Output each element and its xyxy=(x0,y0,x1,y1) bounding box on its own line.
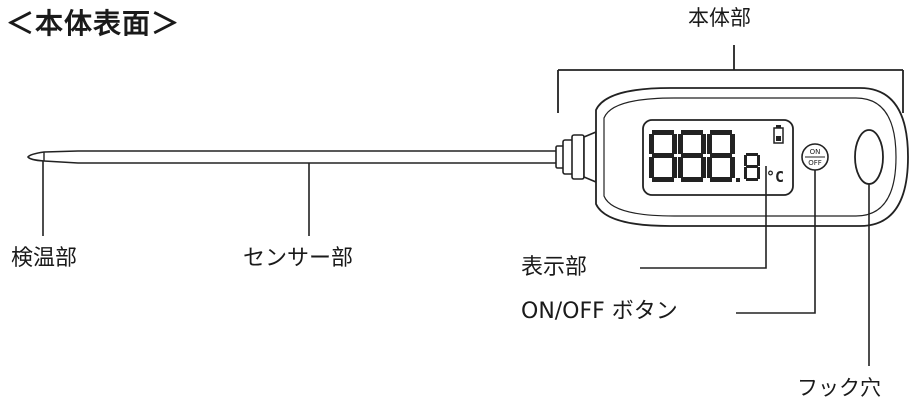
label-main-body: 本体部 xyxy=(688,6,751,30)
probe-rod xyxy=(27,150,556,164)
lcd-screen: °C xyxy=(642,119,794,196)
leader-lines xyxy=(42,161,870,366)
button-off-text: OFF xyxy=(808,159,822,167)
page-title: ＜本体表面＞ xyxy=(6,7,181,40)
lcd-unit: °C xyxy=(766,168,784,186)
label-hook-hole: フック穴 xyxy=(797,376,881,400)
lcd-digits xyxy=(649,130,760,182)
hook-hole xyxy=(854,129,884,185)
onoff-button[interactable]: ON OFF xyxy=(801,143,829,171)
battery-icon xyxy=(773,125,784,144)
label-probe-tip: 検温部 xyxy=(11,246,78,271)
probe-collar xyxy=(555,130,597,184)
button-on-text: ON xyxy=(810,148,821,156)
label-onoff-button: ON/OFF ボタン xyxy=(521,299,678,324)
main-body-bracket xyxy=(557,45,904,113)
label-display: 表示部 xyxy=(521,255,588,280)
label-sensor: センサー部 xyxy=(243,246,354,271)
